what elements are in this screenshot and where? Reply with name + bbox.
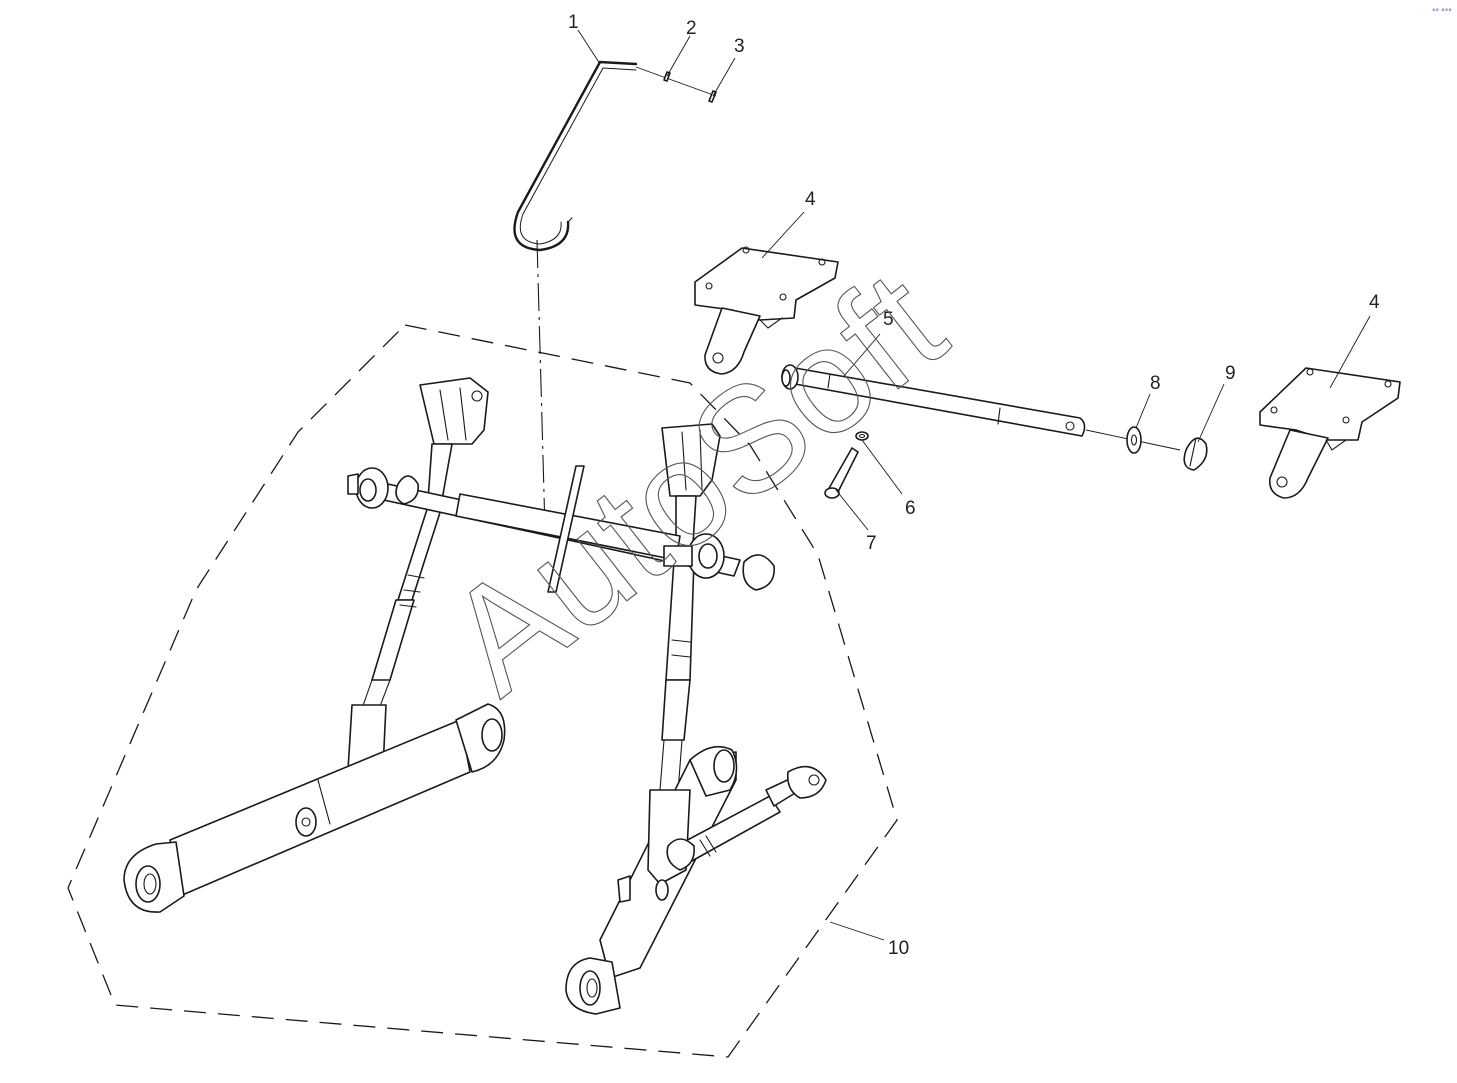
part-6-washer[interactable] bbox=[855, 431, 869, 441]
callout-1: 1 bbox=[568, 12, 579, 33]
part-5-cross-shaft[interactable] bbox=[781, 364, 1086, 437]
part-1-hook-rod[interactable] bbox=[513, 60, 638, 252]
leader-10 bbox=[829, 921, 885, 941]
part-4-bracket-upper[interactable] bbox=[694, 246, 839, 375]
callout-2: 2 bbox=[686, 18, 697, 39]
callout-4-upper: 4 bbox=[805, 189, 816, 210]
leader-2 bbox=[666, 35, 691, 77]
part-9-linch-pin[interactable] bbox=[1183, 437, 1208, 471]
leader-1 bbox=[577, 29, 601, 65]
callout-9: 9 bbox=[1225, 363, 1236, 384]
leader-5 bbox=[843, 333, 881, 377]
callout-7: 7 bbox=[866, 533, 877, 554]
callout-3: 3 bbox=[734, 36, 745, 57]
vertical-pin[interactable] bbox=[547, 465, 585, 593]
callout-5: 5 bbox=[883, 309, 894, 330]
stabiliser-turnbuckle[interactable] bbox=[666, 765, 827, 871]
part-7-bolt[interactable] bbox=[824, 447, 859, 499]
right-lower-link[interactable] bbox=[565, 745, 738, 1015]
part-4-bracket-right[interactable] bbox=[1259, 367, 1401, 499]
leader-4b bbox=[1329, 315, 1371, 389]
leader-8 bbox=[1135, 393, 1151, 429]
part-8-washer[interactable] bbox=[1126, 426, 1142, 454]
callout-10: 10 bbox=[888, 938, 909, 959]
left-lower-link[interactable] bbox=[123, 703, 506, 913]
callout-4-right: 4 bbox=[1369, 292, 1380, 313]
leader-7 bbox=[835, 489, 869, 531]
leader-9 bbox=[1197, 383, 1225, 443]
leader-3 bbox=[712, 57, 736, 97]
callout-8: 8 bbox=[1150, 373, 1161, 394]
callout-6: 6 bbox=[905, 498, 916, 519]
right-lift-rod[interactable] bbox=[659, 423, 721, 793]
watermark: AutoSoft bbox=[416, 239, 973, 726]
leader-4a bbox=[761, 211, 805, 259]
part-2-pin[interactable] bbox=[663, 71, 671, 82]
leader-6 bbox=[861, 439, 903, 495]
corner-mark: °° °°° bbox=[1432, 8, 1452, 16]
assembly-boundary-dashed bbox=[67, 324, 898, 1058]
centerline-chain bbox=[536, 239, 546, 531]
axis-line-pin bbox=[635, 66, 717, 97]
